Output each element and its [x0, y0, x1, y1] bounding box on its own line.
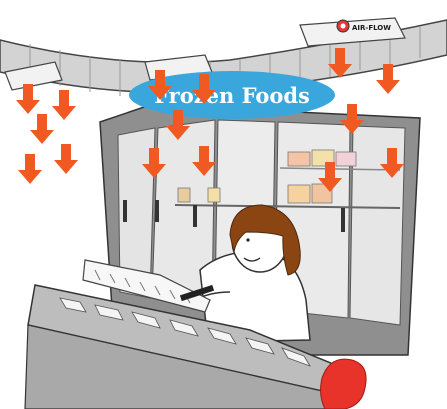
down-arrow-icon: [52, 90, 76, 120]
vent-logo-text: AIR-FLOW: [352, 24, 391, 32]
sign-label: Frozen Foods: [154, 83, 310, 108]
down-arrow-icon: [30, 114, 54, 144]
fan-logo-icon: [337, 20, 349, 32]
down-arrow-icon: [54, 144, 78, 174]
down-arrow-icon: [18, 154, 42, 184]
